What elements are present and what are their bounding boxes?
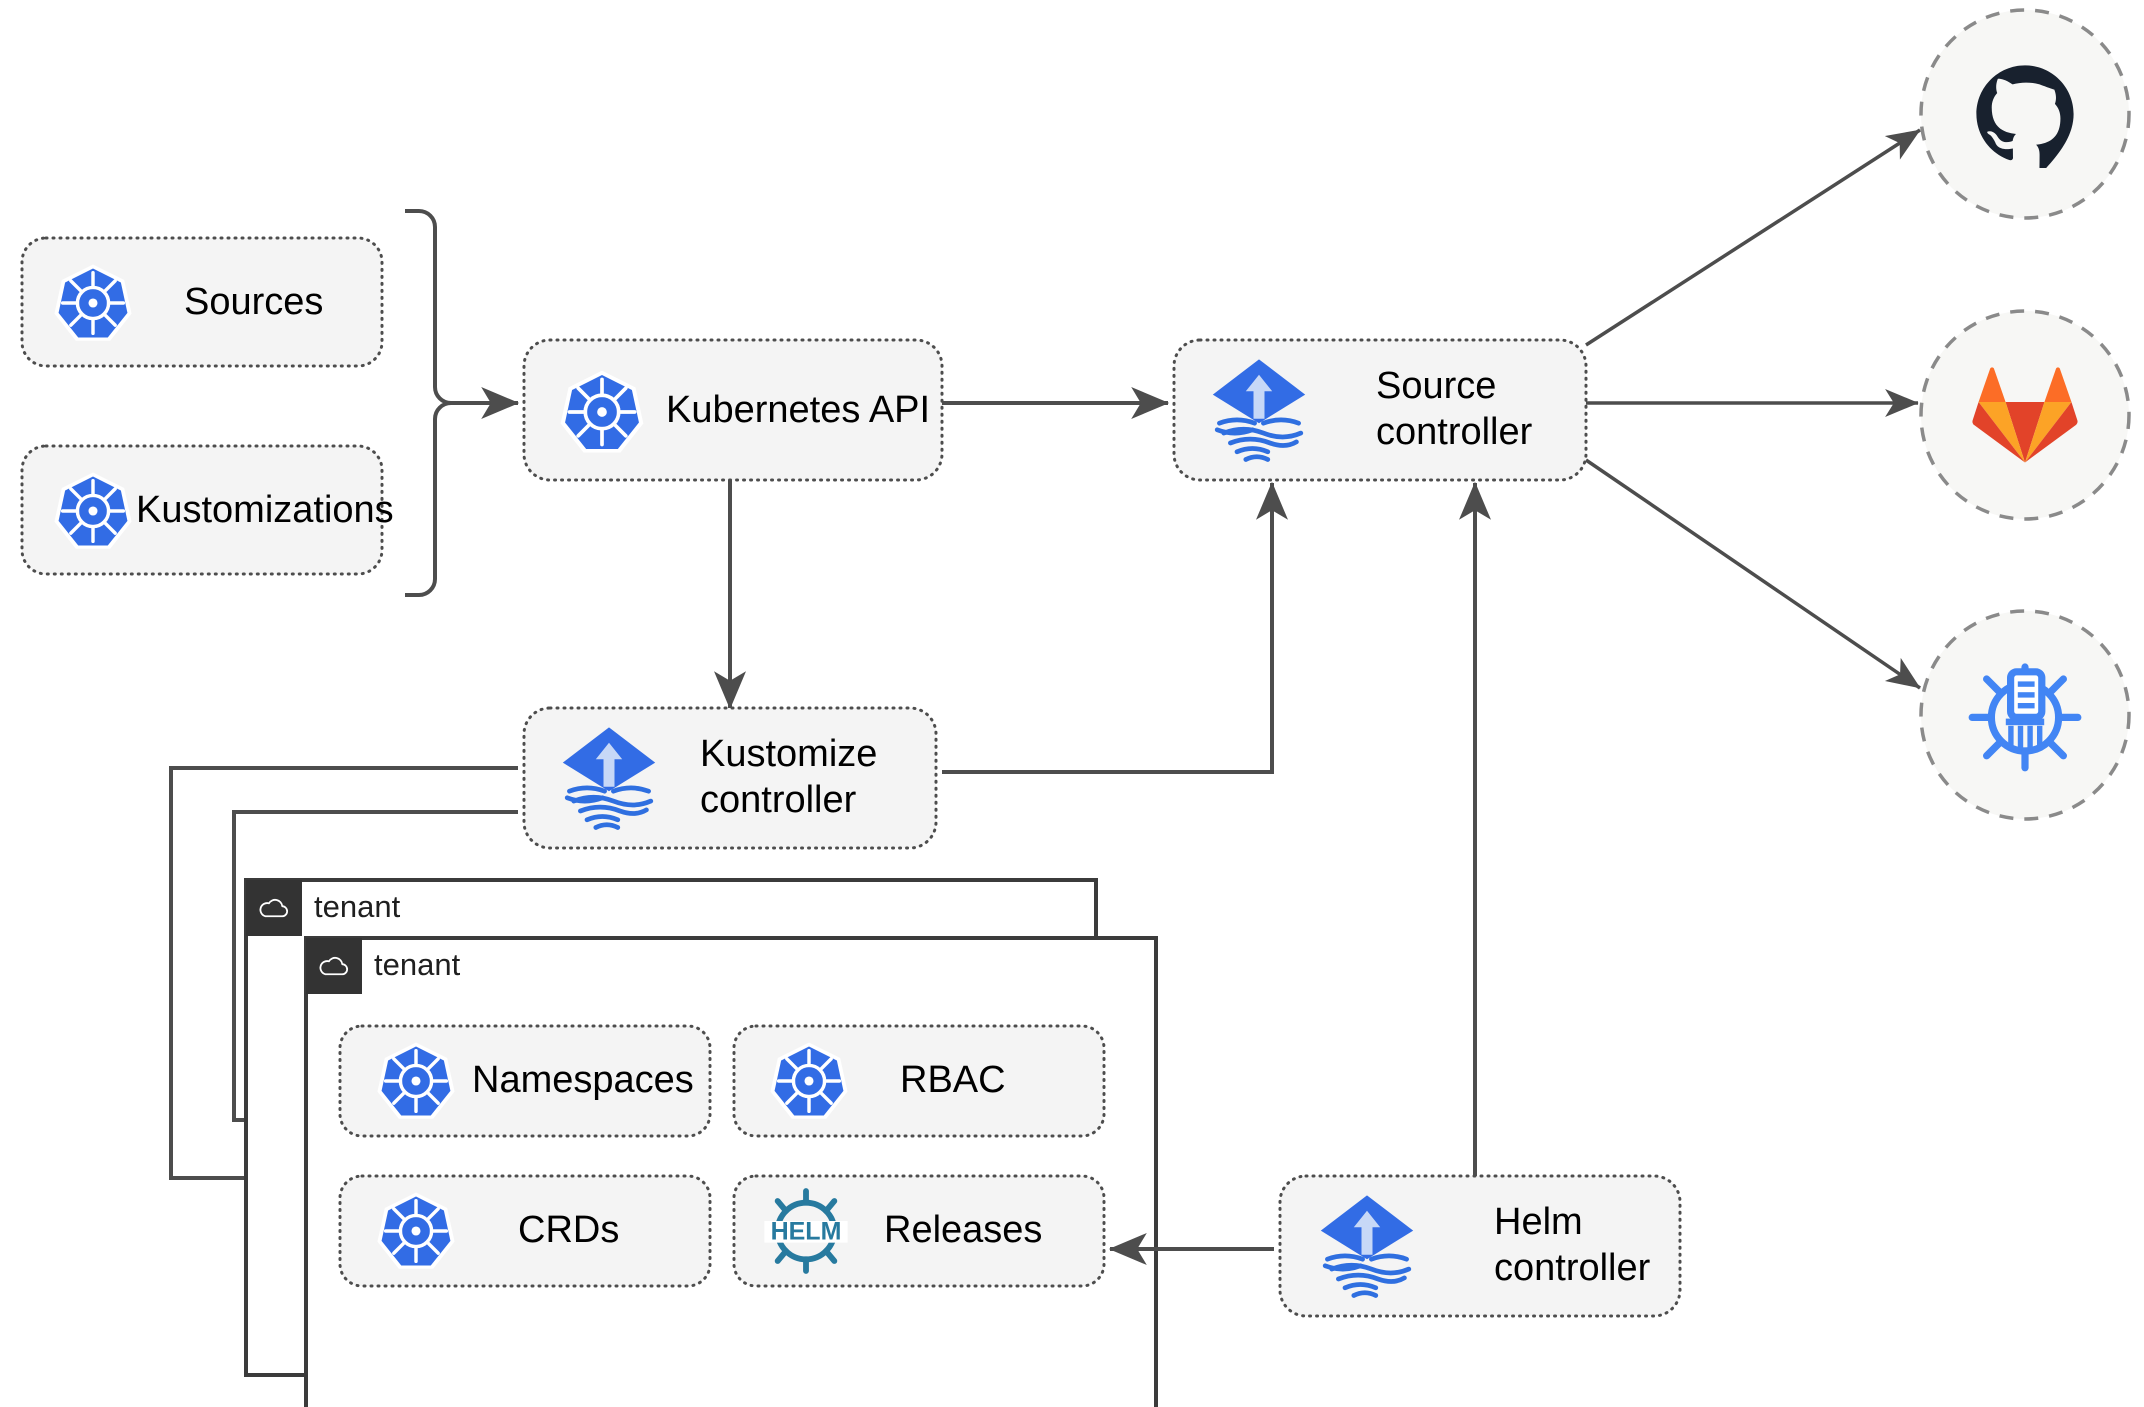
tenant-back-label: tenant — [314, 889, 401, 924]
tenant-resources: Namespaces RBAC CRDs Releases — [338, 1024, 1106, 1288]
tenant-front-tab — [306, 938, 362, 994]
kustomizations-label: Kustomizations — [136, 489, 394, 531]
resource-releases[interactable]: Releases — [732, 1174, 1106, 1288]
crds-label: CRDs — [518, 1209, 619, 1251]
provider-gitlab[interactable] — [1919, 309, 2131, 521]
edge-kustomize-to-source — [942, 481, 1288, 774]
provider-circles — [1919, 8, 2131, 821]
tenant-card-front[interactable]: tenant — [304, 936, 1158, 1407]
source-controller-label-line1: Source — [1376, 365, 1496, 407]
group-brace — [405, 209, 452, 597]
provider-bucket[interactable] — [1919, 609, 2131, 821]
tenant-containers: tenant tenant — [244, 878, 1158, 1407]
resource-crds[interactable]: CRDs — [338, 1174, 712, 1288]
releases-label: Releases — [884, 1209, 1042, 1251]
kustomize-controller-box — [522, 706, 938, 850]
core-nodes: Kubernetes API Source controller Kustomi… — [522, 338, 1682, 1318]
kustomize-controller-label-line2: controller — [700, 779, 857, 821]
resource-namespaces[interactable]: Namespaces — [338, 1024, 712, 1138]
source-controller-box — [1172, 338, 1588, 482]
edge-layer — [169, 128, 1921, 1194]
node-kustomize-controller[interactable]: Kustomize controller — [522, 706, 938, 850]
tenant-front-label: tenant — [374, 947, 461, 982]
namespaces-label: Namespaces — [472, 1059, 694, 1101]
helm-icon — [764, 1191, 847, 1271]
resource-rbac[interactable]: RBAC — [732, 1024, 1106, 1138]
edge-source-to-github — [1585, 128, 1921, 347]
edge-source-to-bucket — [1585, 458, 1921, 690]
tenant-back-tab — [246, 880, 302, 936]
releases-box — [732, 1174, 1106, 1288]
source-controller-label-line2: controller — [1376, 411, 1533, 453]
kustomize-controller-label-line1: Kustomize — [700, 733, 877, 775]
helm-controller-label-line1: Helm — [1494, 1201, 1583, 1243]
kubernetes-api-label: Kubernetes API — [666, 389, 930, 431]
node-kubernetes-api[interactable]: Kubernetes API — [522, 338, 944, 482]
node-sources[interactable]: Sources — [20, 236, 384, 368]
node-kustomizations[interactable]: Kustomizations — [20, 444, 394, 576]
kubernetes-api-box — [522, 338, 944, 482]
helm-controller-box — [1278, 1174, 1682, 1318]
github-circle — [1919, 8, 2131, 220]
helm-bucket-icon — [1972, 667, 2078, 768]
node-helm-controller[interactable]: Helm controller — [1278, 1174, 1682, 1318]
resource-group: Sources Kustomizations — [20, 236, 394, 576]
rbac-label: RBAC — [900, 1059, 1006, 1101]
node-source-controller[interactable]: Source controller — [1172, 338, 1588, 482]
tenant-front-body — [304, 936, 1158, 1407]
provider-github[interactable] — [1919, 8, 2131, 220]
sources-label: Sources — [184, 281, 323, 323]
edge-kustomize-to-tenant-back — [169, 766, 518, 1194]
helm-controller-label-line2: controller — [1494, 1247, 1651, 1289]
